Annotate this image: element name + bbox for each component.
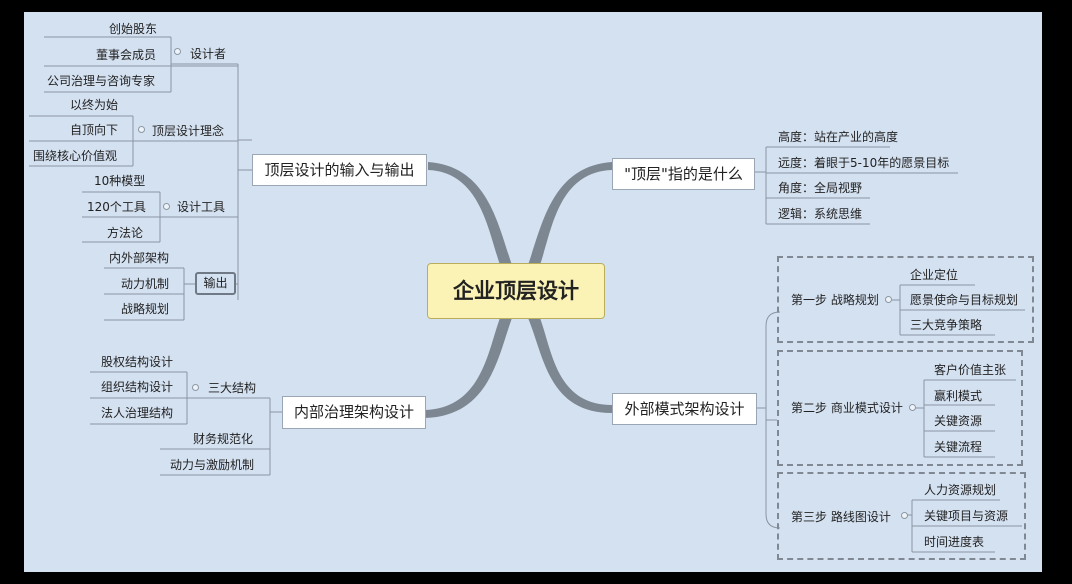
item-timeline[interactable]: 时间进度表 [924, 535, 985, 549]
label-step1[interactable]: 第一步 战略规划 [791, 293, 879, 307]
item-profit-model[interactable]: 赢利模式 [934, 389, 983, 403]
item-founding-shareholder[interactable]: 创始股东 [109, 22, 158, 36]
item-positioning[interactable]: 企业定位 [910, 268, 959, 282]
item-customer-value[interactable]: 客户价值主张 [934, 363, 1007, 377]
item-strategic-planning[interactable]: 战略规划 [121, 302, 170, 316]
node-input-output[interactable]: 顶层设计的输入与输出 [252, 154, 427, 186]
central-topic[interactable]: 企业顶层设计 [427, 263, 605, 319]
group-step2 [777, 350, 1023, 466]
item-equity-structure[interactable]: 股权结构设计 [101, 355, 174, 369]
collapse-icon[interactable] [192, 384, 199, 391]
group-step1 [777, 256, 1034, 343]
label-step3[interactable]: 第三步 路线图设计 [791, 510, 891, 524]
collapse-icon[interactable] [909, 404, 916, 411]
item-financial-standardization[interactable]: 财务规范化 [193, 432, 254, 446]
label-design-tools[interactable]: 设计工具 [177, 200, 226, 214]
collapse-icon[interactable] [138, 126, 145, 133]
item-legal-governance[interactable]: 法人治理结构 [101, 406, 174, 420]
item-120-tools[interactable]: 120个工具 [87, 200, 146, 214]
label-step2[interactable]: 第二步 商业模式设计 [791, 401, 903, 415]
item-10-models[interactable]: 10种模型 [94, 174, 146, 188]
item-vision-goals[interactable]: 愿景使命与目标规划 [910, 293, 1019, 307]
label-three-structures[interactable]: 三大结构 [208, 381, 257, 395]
item-key-processes[interactable]: 关键流程 [934, 440, 983, 454]
collapse-icon[interactable] [163, 203, 170, 210]
item-begin-with-end[interactable]: 以终为始 [70, 98, 119, 112]
item-board-members[interactable]: 董事会成员 [96, 48, 157, 62]
item-org-structure[interactable]: 组织结构设计 [101, 380, 174, 394]
collapse-icon[interactable] [885, 296, 892, 303]
item-distance[interactable]: 远度：着眼于5-10年的愿景目标 [778, 156, 950, 170]
item-competitive-strategies[interactable]: 三大竞争策略 [910, 318, 983, 332]
item-key-resources[interactable]: 关键资源 [934, 414, 983, 428]
item-incentive-mechanism[interactable]: 动力与激励机制 [170, 458, 255, 472]
item-governance-experts[interactable]: 公司治理与咨询专家 [47, 74, 156, 88]
item-driving-mechanism[interactable]: 动力机制 [121, 277, 170, 291]
label-designer[interactable]: 设计者 [190, 47, 227, 61]
collapse-icon[interactable] [174, 48, 181, 55]
group-step3 [777, 472, 1026, 560]
item-key-projects[interactable]: 关键项目与资源 [924, 509, 1009, 523]
collapse-icon[interactable] [901, 512, 908, 519]
item-top-down[interactable]: 自顶向下 [70, 123, 119, 137]
node-external-model[interactable]: 外部模式架构设计 [612, 393, 757, 425]
item-internal-external-architecture[interactable]: 内外部架构 [109, 251, 170, 265]
node-internal-governance[interactable]: 内部治理架构设计 [282, 396, 426, 429]
item-logic[interactable]: 逻辑：系统思维 [778, 207, 863, 221]
label-output-selected[interactable]: 输出 [195, 272, 236, 295]
item-angle[interactable]: 角度：全局视野 [778, 181, 863, 195]
item-methodology[interactable]: 方法论 [107, 226, 144, 240]
item-hr-planning[interactable]: 人力资源规划 [924, 483, 997, 497]
node-top-meaning[interactable]: "顶层"指的是什么 [612, 158, 755, 190]
label-design-concept[interactable]: 顶层设计理念 [152, 124, 225, 138]
item-core-values[interactable]: 围绕核心价值观 [33, 149, 118, 163]
item-height[interactable]: 高度：站在产业的高度 [778, 130, 899, 144]
